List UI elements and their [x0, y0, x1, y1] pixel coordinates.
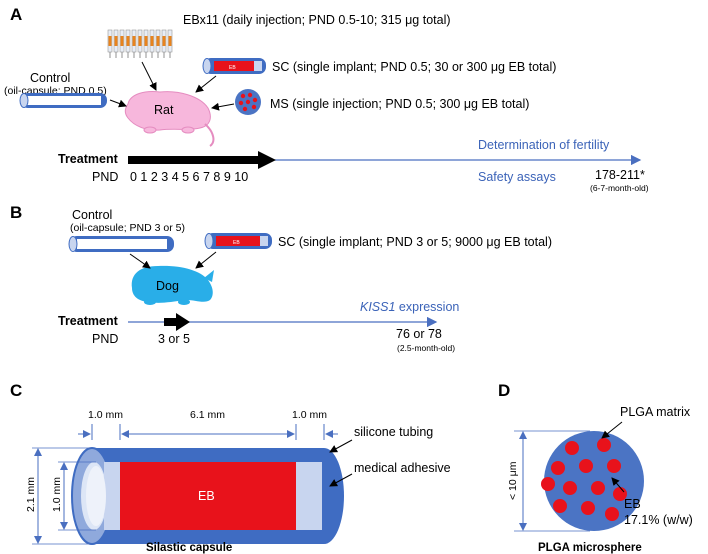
matrix-arrow — [601, 421, 623, 439]
dim-left-label: 1.0 mm — [88, 409, 123, 421]
dim-outer-label: 2.1 mm — [25, 477, 37, 512]
arrow-injection-to-rat — [141, 61, 157, 91]
rat-label: Rat — [154, 103, 174, 117]
start-day-b: 3 or 5 — [158, 332, 190, 346]
dim-mid-label: 6.1 mm — [190, 409, 225, 421]
microsphere-icon — [235, 89, 261, 115]
panel-a-letter: A — [10, 5, 22, 24]
dim-inner-label: 1.0 mm — [51, 477, 63, 512]
treatment-b-label: Treatment — [58, 314, 119, 328]
panel-c-letter: C — [10, 381, 22, 400]
silicone-label: silicone tubing — [354, 425, 433, 439]
capsule-eb-label: EB — [233, 240, 240, 246]
syringe-bundle-icon — [107, 29, 173, 59]
control-b-title: Control — [72, 208, 112, 222]
sc-b-label: SC (single implant; PND 3 or 5; 9000 μg … — [278, 235, 552, 249]
pnd-a-days: 0 1 2 3 4 5 6 7 8 9 10 — [130, 170, 248, 184]
arrow-sc-to-dog — [195, 251, 217, 269]
capsule-core-label: EB — [198, 489, 215, 503]
arrow-control-to-rat — [109, 99, 127, 108]
eb-capsule-icon: EB — [204, 233, 272, 249]
fertility-label: Determination of fertility — [478, 138, 610, 152]
silicone-arrow — [329, 439, 353, 453]
dim-right-label: 1.0 mm — [292, 409, 327, 421]
eb-arrow — [611, 477, 625, 493]
sphere-caption: PLGA microsphere — [538, 542, 642, 554]
safety-label: Safety assays — [478, 170, 556, 184]
kiss1-label: KISS1 expression — [360, 300, 459, 314]
end-day-a: 178-211* — [595, 168, 645, 182]
capsule-caption: Silastic capsule — [146, 542, 232, 554]
ms-label: MS (single injection; PND 0.5; 300 μg EB… — [270, 97, 529, 111]
adhesive-arrow — [329, 473, 353, 487]
silastic-capsule-drawing — [71, 447, 344, 545]
adhesive-label: medical adhesive — [354, 461, 451, 475]
control-a-title: Control — [30, 71, 70, 85]
kiss1-gene: KISS1 — [360, 300, 395, 314]
treatment-b-bar — [164, 313, 190, 331]
pnd-a-label: PND — [92, 170, 118, 184]
eb-label: EB — [624, 497, 641, 511]
ebx11-label: EBx11 (daily injection; PND 0.5-10; 315 … — [183, 13, 451, 27]
sphere-size-label: < 10 μm — [507, 461, 519, 500]
arrow-control-to-dog — [129, 253, 151, 269]
arrow-ms-to-rat — [211, 102, 235, 111]
kiss1-rest: expression — [395, 300, 459, 314]
dog-label: Dog — [156, 279, 179, 293]
eb-capsule-icon: EB — [202, 58, 266, 74]
end-age-a: (6-7-month-old) — [590, 183, 649, 193]
treatment-a-bar — [128, 151, 276, 169]
end-age-b: (2.5-month-old) — [397, 343, 455, 353]
empty-capsule-icon — [68, 236, 174, 252]
matrix-label: PLGA matrix — [620, 405, 691, 419]
treatment-a-label: Treatment — [58, 152, 119, 166]
arrow-sc-to-rat — [195, 75, 217, 93]
panel-b-letter: B — [10, 203, 22, 222]
panel-d-letter: D — [498, 381, 510, 400]
pnd-b-label: PND — [92, 332, 118, 346]
end-day-b: 76 or 78 — [396, 327, 442, 341]
dog-icon — [131, 265, 214, 305]
capsule-eb-label: EB — [229, 65, 236, 71]
eb-pct-label: 17.1% (w/w) — [624, 513, 693, 527]
plga-microsphere-drawing — [541, 431, 644, 531]
sc-a-label: SC (single implant; PND 0.5; 30 or 300 μ… — [272, 60, 556, 74]
rat-icon — [124, 91, 215, 147]
control-b-sub: (oil-capsule; PND 3 or 5) — [70, 222, 185, 234]
empty-capsule-icon — [19, 93, 107, 108]
